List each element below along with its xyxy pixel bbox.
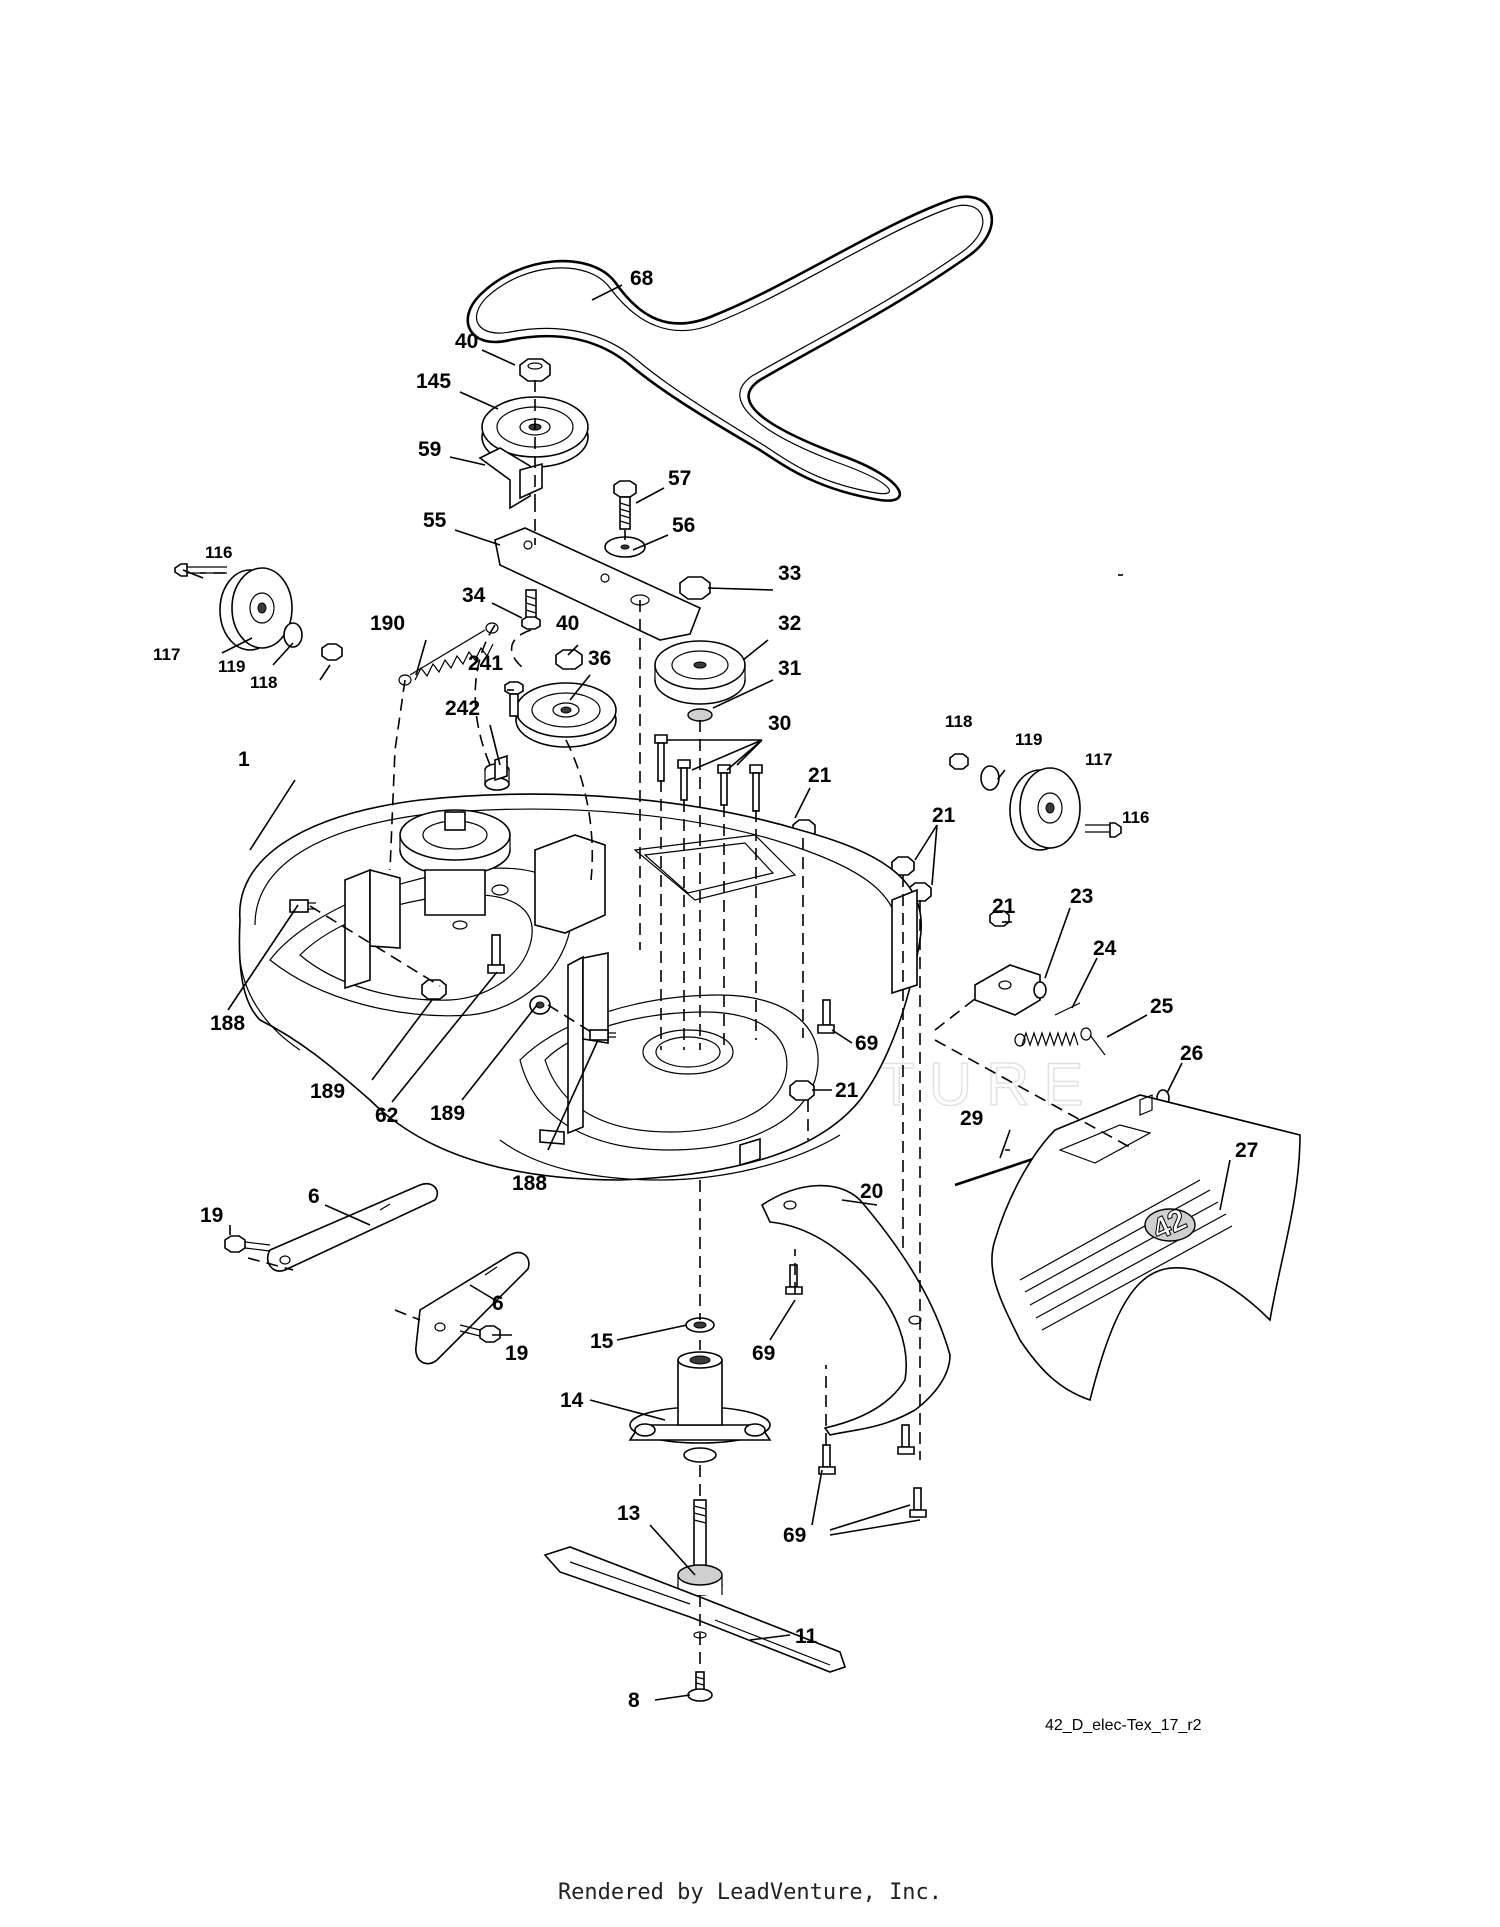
callout-69-mid: 69 <box>752 1342 775 1365</box>
spring-25 <box>1014 1027 1106 1056</box>
callout-55: 55 <box>423 509 447 532</box>
callout-59: 59 <box>418 438 441 461</box>
callout-1: 1 <box>238 748 250 771</box>
callout-119-left: 119 <box>218 657 245 676</box>
callout-27: 27 <box>1235 1139 1258 1162</box>
callout-25: 25 <box>1150 995 1174 1018</box>
callout-20: 20 <box>860 1180 883 1203</box>
callout-145: 145 <box>416 370 451 393</box>
bolt-241 <box>504 681 524 717</box>
callout-6-upper: 6 <box>308 1185 320 1208</box>
assembly-lines <box>200 380 1136 1670</box>
idler-arm-55 <box>494 527 702 641</box>
callout-11: 11 <box>795 1625 818 1648</box>
callout-29: 29 <box>960 1107 983 1130</box>
bolt-62 <box>487 934 505 974</box>
callout-188-left: 188 <box>210 1012 245 1035</box>
callout-69-deck: 69 <box>855 1032 878 1055</box>
callout-118-left: 118 <box>250 673 277 692</box>
callout-8: 8 <box>628 1689 640 1712</box>
pulley-32 <box>654 640 746 705</box>
callout-34: 34 <box>462 584 486 607</box>
callout-21-b: 21 <box>932 804 956 827</box>
callout-21-d: 21 <box>992 895 1016 918</box>
nut-33 <box>679 576 711 600</box>
rendered-by-footer: Rendered by LeadVenture, Inc. <box>557 1880 943 1905</box>
baffle-20 <box>760 1184 951 1436</box>
callout-leaders <box>182 284 1231 1701</box>
nut-21-c <box>789 1080 815 1101</box>
washer-31 <box>687 708 713 722</box>
callout-69-lower: 69 <box>783 1524 806 1547</box>
drive-belt-68 <box>466 195 993 502</box>
discharge-chute-27: 42 <box>991 1094 1301 1402</box>
callout-241: 241 <box>468 652 503 675</box>
callout-30: 30 <box>768 712 791 735</box>
gauge-wheel-assembly-left <box>174 563 343 661</box>
callout-189-left: 189 <box>310 1080 345 1103</box>
bracket-6-lower <box>415 1251 530 1365</box>
bolt-19-upper <box>224 1235 271 1253</box>
bracket-23 <box>974 964 1047 1016</box>
callout-33: 33 <box>778 562 801 585</box>
callout-40-middle: 40 <box>556 612 579 635</box>
bearing-15 <box>685 1317 715 1333</box>
bolt-19-lower <box>459 1324 501 1343</box>
callout-116-left: 116 <box>205 543 232 562</box>
callout-119-right: 119 <box>1015 730 1042 749</box>
callout-26: 26 <box>1180 1042 1203 1065</box>
callout-62: 62 <box>375 1104 398 1127</box>
spindle-housing-14 <box>628 1351 772 1463</box>
mower-deck-1 <box>238 754 923 1181</box>
callout-labels: 68 40 145 59 57 56 55 34 33 32 31 116 11… <box>153 267 1258 1712</box>
callout-40-top: 40 <box>455 330 478 353</box>
callout-6-lower: 6 <box>492 1292 504 1315</box>
callout-13: 13 <box>617 1502 640 1525</box>
callout-189-center: 189 <box>430 1102 465 1125</box>
blade-11 <box>543 1546 847 1673</box>
callout-68: 68 <box>630 267 654 290</box>
bolt-188-center <box>589 1029 616 1041</box>
callout-117-left: 117 <box>153 645 180 664</box>
diagram-code: 42_D_elec-Tex_17_r2 <box>1045 1717 1202 1734</box>
callout-24: 24 <box>1093 937 1117 960</box>
callout-57: 57 <box>668 467 691 490</box>
bolts-69-lower <box>785 1264 927 1518</box>
bearing-189-center <box>529 995 551 1015</box>
callout-19-lower: 19 <box>505 1342 528 1365</box>
callout-14: 14 <box>560 1389 584 1412</box>
callout-117-right: 117 <box>1085 750 1112 769</box>
callout-19-upper: 19 <box>200 1204 223 1227</box>
callout-116-right: 116 <box>1122 808 1149 827</box>
callout-188-center: 188 <box>512 1172 547 1195</box>
callout-21-c: 21 <box>835 1079 859 1102</box>
callout-32: 32 <box>778 612 801 635</box>
callout-36: 36 <box>588 647 611 670</box>
callout-23: 23 <box>1070 885 1093 908</box>
callout-21-a: 21 <box>808 764 832 787</box>
nut-40-top <box>519 358 551 382</box>
bolt-69-deck <box>817 999 835 1034</box>
idler-pulley-36 <box>515 682 617 748</box>
bracket-6-upper <box>266 1182 439 1272</box>
blade-bolt-8 <box>687 1671 713 1702</box>
callout-190: 190 <box>370 612 405 635</box>
callout-15: 15 <box>590 1330 614 1353</box>
gauge-wheel-assembly-right <box>949 753 1122 851</box>
callout-31: 31 <box>778 657 802 680</box>
spindle-shaft-13 <box>677 1499 723 1596</box>
nut-40-middle <box>555 649 583 670</box>
callout-242: 242 <box>445 697 480 720</box>
bolt-57 <box>613 480 637 530</box>
callout-56: 56 <box>672 514 695 537</box>
callout-118-right: 118 <box>945 712 972 731</box>
spring-24 <box>1054 1002 1081 1016</box>
shoulder-bolt-34 <box>521 589 541 630</box>
nut-189-left <box>421 979 447 1000</box>
